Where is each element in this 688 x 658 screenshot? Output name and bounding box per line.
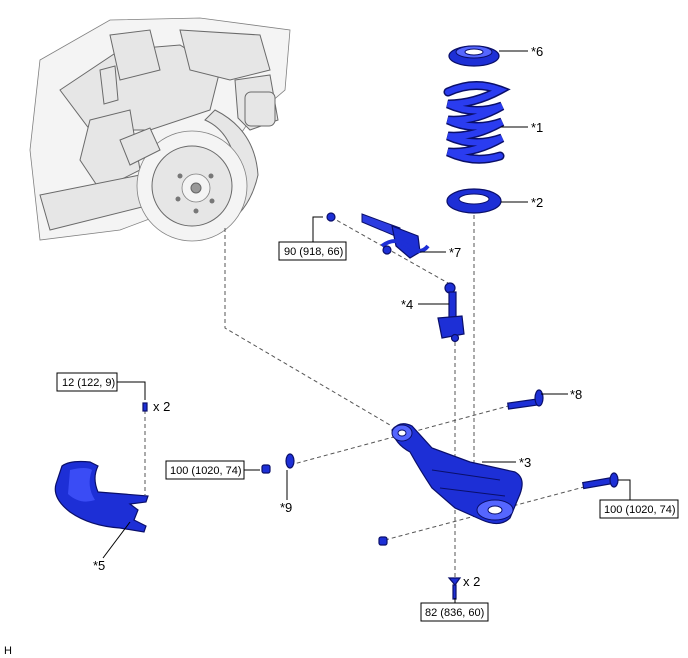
label-part-8: *8	[570, 387, 582, 402]
arm-bolt-lower	[582, 472, 619, 490]
qty-protector-bolt: x 2	[153, 399, 170, 414]
part-labels: *6 *1 *2 *7 *4 *8 *3 *9 *5	[93, 44, 582, 573]
corner-mark: H	[4, 645, 12, 657]
rear-suspension-protector	[54, 402, 149, 533]
torque-arm-bolt: 100 (1020, 74)	[604, 504, 676, 516]
label-part-9: *9	[280, 500, 292, 515]
vehicle-rear-hub-illustration	[29, 17, 291, 242]
arm-bolt-upper	[507, 389, 544, 410]
label-part-3: *3	[519, 455, 531, 470]
label-part-1: *1	[531, 120, 543, 135]
torque-protector-bolt: 12 (122, 9)	[62, 377, 115, 389]
lower-spring-insulator	[446, 188, 502, 214]
label-part-2: *2	[531, 195, 543, 210]
leader-lines	[102, 50, 631, 604]
assembly-guide-lines	[144, 215, 585, 580]
quantity-labels: x 2 x 2	[153, 399, 480, 589]
coil-spring	[443, 81, 511, 164]
lower-nut	[447, 577, 462, 600]
rear-lower-suspension-arm	[391, 423, 523, 525]
label-part-5: *5	[93, 558, 105, 573]
qty-lower-nut: x 2	[463, 574, 480, 589]
cam-washer-and-nut	[261, 453, 388, 546]
upper-spring-insulator	[448, 45, 500, 67]
label-part-7: *7	[449, 245, 461, 260]
stabilizer-link	[437, 282, 465, 343]
torque-bushing-nut: 100 (1020, 74)	[170, 465, 242, 477]
torque-stabilizer-link: 90 (918, 66)	[284, 246, 343, 258]
torque-callouts: 90 (918, 66) 12 (122, 9) 100 (1020, 74) …	[56, 241, 679, 622]
label-part-6: *6	[531, 44, 543, 59]
stabilizer-bar-bushing	[326, 212, 430, 259]
label-part-4: *4	[401, 297, 413, 312]
torque-lower-nut: 82 (836, 60)	[425, 607, 484, 619]
